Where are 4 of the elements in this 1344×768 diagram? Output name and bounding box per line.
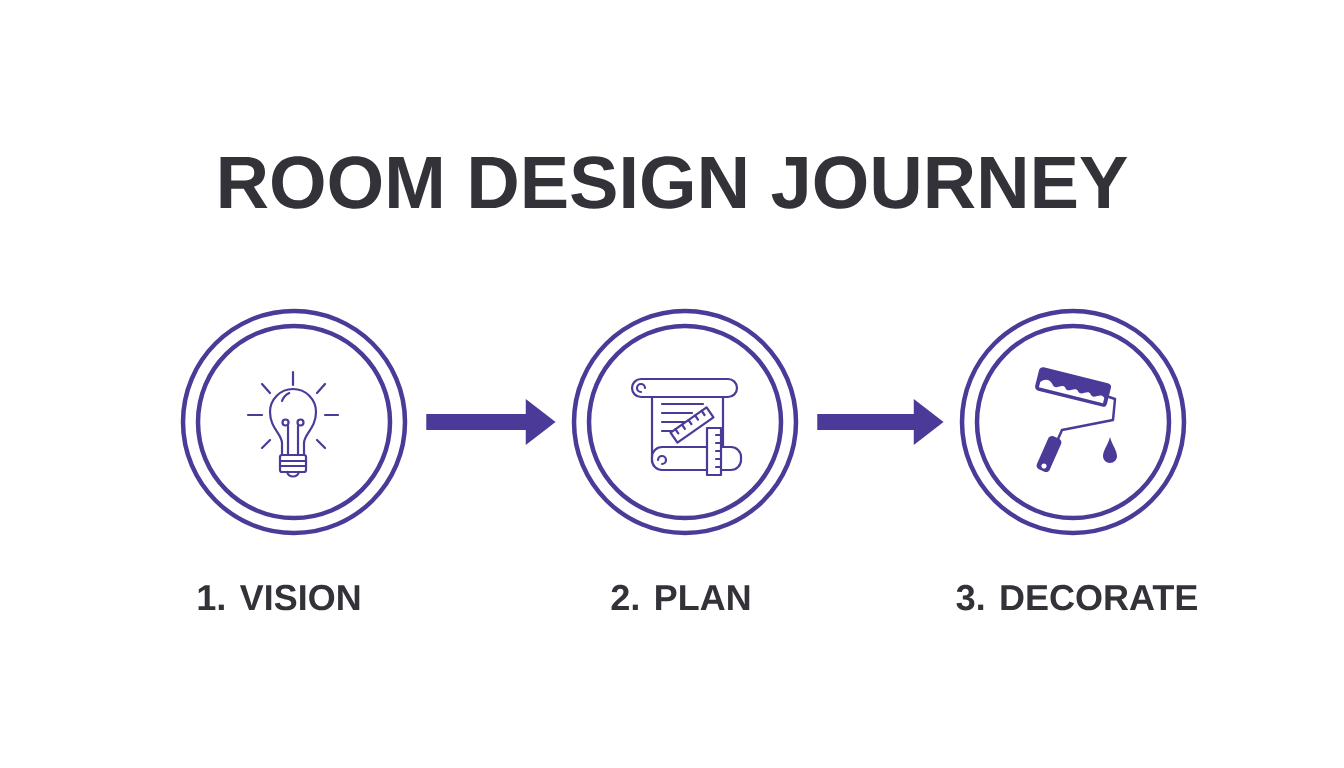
title: ROOM DESIGN JOURNEY (220, 156, 1128, 209)
step-label: 2. PLAN (611, 584, 750, 610)
step-label: 1. VISION (198, 584, 360, 611)
step-label: 3. DECORATE (956, 584, 1197, 611)
